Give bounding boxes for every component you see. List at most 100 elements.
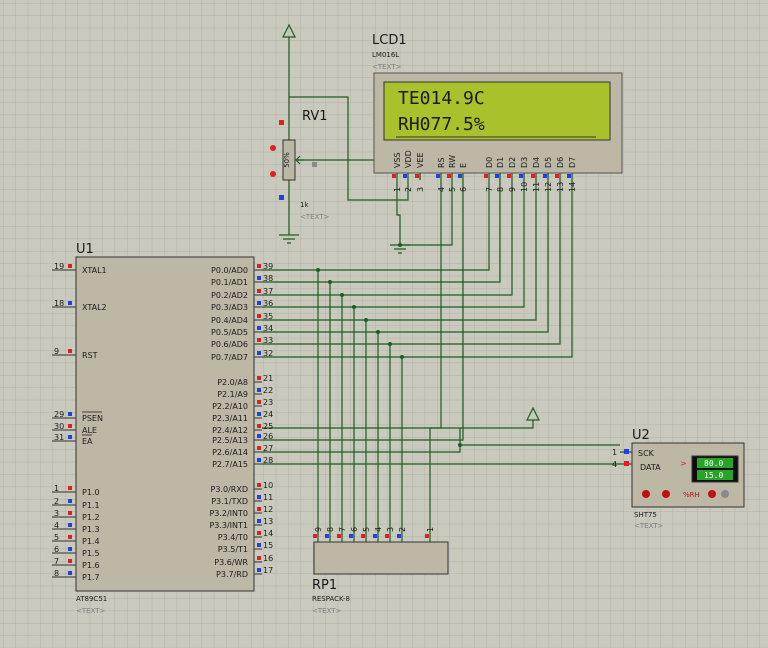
mcu-pin-marker xyxy=(68,571,72,575)
mcu-pin-number: 32 xyxy=(263,349,273,358)
mcu-pin-label: P1.1 xyxy=(82,501,100,510)
lcd-pin-number: 10 xyxy=(520,182,529,192)
lcd-pin-label: VDD xyxy=(404,150,413,168)
mcu-pin-number: 26 xyxy=(263,432,273,441)
mcu-pin-label: P0.1/AD1 xyxy=(211,278,248,287)
mcu-pin-label: P2.2/A10 xyxy=(212,402,248,411)
mcu-pin-marker xyxy=(257,507,261,511)
mcu-pin-number: 6 xyxy=(54,545,59,554)
rp1-pin-marker xyxy=(385,534,389,538)
mcu-ref: U1 xyxy=(76,242,94,257)
lcd-pin-marker xyxy=(555,174,559,178)
mcu-pin-marker xyxy=(68,547,72,551)
mcu-pin-number: 24 xyxy=(263,410,273,419)
mcu-pin-marker xyxy=(257,446,261,450)
sht-temp-down-button[interactable] xyxy=(642,490,650,498)
lcd-pin-marker xyxy=(392,174,396,178)
mcu-pin-label: P0.5/AD5 xyxy=(211,328,248,337)
lcd-pin-number: 1 xyxy=(393,187,402,192)
mcu-pin-number: 34 xyxy=(263,324,273,333)
mcu-pin-marker xyxy=(68,535,72,539)
mcu-pin-label: P1.4 xyxy=(82,537,100,546)
rp1-pin-number: 6 xyxy=(350,527,359,532)
mcu-pin-label: XTAL2 xyxy=(82,303,107,312)
rp1-pin-marker xyxy=(313,534,317,538)
lcd-pin-number: 3 xyxy=(416,187,425,192)
rv1-pin-marker-top xyxy=(279,120,284,125)
lcd-ref: LCD1 xyxy=(372,33,407,48)
sht-rh-sensor-icon xyxy=(721,490,729,498)
power-terminal-rp1 xyxy=(526,406,540,421)
mcu-pin-label: P2.0/A8 xyxy=(217,378,248,387)
mcu-pin-label: P3.7/RD xyxy=(216,570,248,579)
ground-rv1 xyxy=(279,234,299,244)
lcd-pin-label: D7 xyxy=(568,157,577,168)
mcu-pin-label: P0.3/AD3 xyxy=(211,303,248,312)
u2-sht75[interactable]: 1 4 SCK DATA 80.0 15.0 > %RH U2 SHT75 <T… xyxy=(612,428,745,530)
rv1[interactable]: 50% RV1 1k <TEXT> xyxy=(270,109,330,221)
lcd-pin-label: VSS xyxy=(393,152,402,168)
lcd-pin-number: 8 xyxy=(496,187,505,192)
rp1-pin-marker xyxy=(361,534,365,538)
sht-arrow: > xyxy=(680,459,687,468)
mcu-pin-label: P0.6/AD6 xyxy=(211,340,248,349)
rp1-pin-marker xyxy=(373,534,377,538)
mcu-pin-marker xyxy=(68,412,72,416)
sht-temp-up-button[interactable] xyxy=(662,490,670,498)
lcd-pin-marker xyxy=(447,174,451,178)
mcu-pin-label: P0.0/AD0 xyxy=(211,266,248,275)
mcu-pin-marker xyxy=(257,458,261,462)
rv1-ref: RV1 xyxy=(302,109,328,124)
mcu-pin-marker xyxy=(68,499,72,503)
mcu-pin-label: P3.5/T1 xyxy=(218,545,248,554)
rv1-body xyxy=(282,139,296,181)
mcu-pin-label: P2.1/A9 xyxy=(217,390,248,399)
wires xyxy=(262,37,620,530)
lcd-part: LM016L xyxy=(372,51,399,59)
lcd1[interactable]: TE014.9C RH077.5% LCD1 LM016L <TEXT> VSS… xyxy=(372,33,623,192)
sht-pin-data-num: 4 xyxy=(612,460,617,469)
mcu-pin-label: P1.7 xyxy=(82,573,100,582)
rv1-pin-top[interactable] xyxy=(270,145,276,151)
mcu-pin-number: 9 xyxy=(54,347,59,356)
lcd-pin-label: E xyxy=(459,163,468,168)
lcd-pin-marker xyxy=(484,174,488,178)
mcu-pin-number: 4 xyxy=(54,521,59,530)
mcu-pin-label: P1.5 xyxy=(82,549,100,558)
mcu-body xyxy=(75,256,255,592)
mcu-pin-label: P0.2/AD2 xyxy=(211,291,248,300)
mcu-pin-number: 3 xyxy=(54,509,59,518)
sht-pin-sck-num: 1 xyxy=(612,448,617,457)
lcd-pin-number: 2 xyxy=(404,187,413,192)
rv1-pin-bottom[interactable] xyxy=(270,171,276,177)
mcu-pin-marker xyxy=(68,486,72,490)
mcu-pin-marker xyxy=(257,289,261,293)
sht-rh-button[interactable] xyxy=(708,490,716,498)
mcu-pin-marker xyxy=(68,301,72,305)
lcd-pin-marker xyxy=(436,174,440,178)
mcu-pin-label: P0.4/AD4 xyxy=(211,316,248,325)
mcu-pin-number: 19 xyxy=(54,262,64,271)
lcd-pin-number: 5 xyxy=(448,187,457,192)
sht-rh-label: %RH xyxy=(683,491,700,499)
mcu-pin-label: P1.3 xyxy=(82,525,100,534)
mcu-pin-number: 16 xyxy=(263,554,273,563)
mcu-pin-marker xyxy=(257,351,261,355)
mcu-pin-number: 37 xyxy=(263,287,273,296)
rp1-pin-marker xyxy=(425,534,429,538)
lcd-pin-number: 6 xyxy=(459,187,468,192)
lcd-pin-number: 9 xyxy=(508,187,517,192)
junction-dots xyxy=(316,243,462,447)
mcu-pin-number: 13 xyxy=(263,517,273,526)
mcu-pin-number: 2 xyxy=(54,497,59,506)
rv1-wiper-arrow xyxy=(295,155,304,165)
mcu-pin-label: EA xyxy=(82,437,93,446)
lcd-pin-marker xyxy=(531,174,535,178)
mcu-pin-label: P2.7/A15 xyxy=(212,460,248,469)
mcu-pin-marker xyxy=(257,424,261,428)
mcu-pin-number: 11 xyxy=(263,493,273,502)
mcu-pin-label: P3.3/INT1 xyxy=(209,521,248,530)
